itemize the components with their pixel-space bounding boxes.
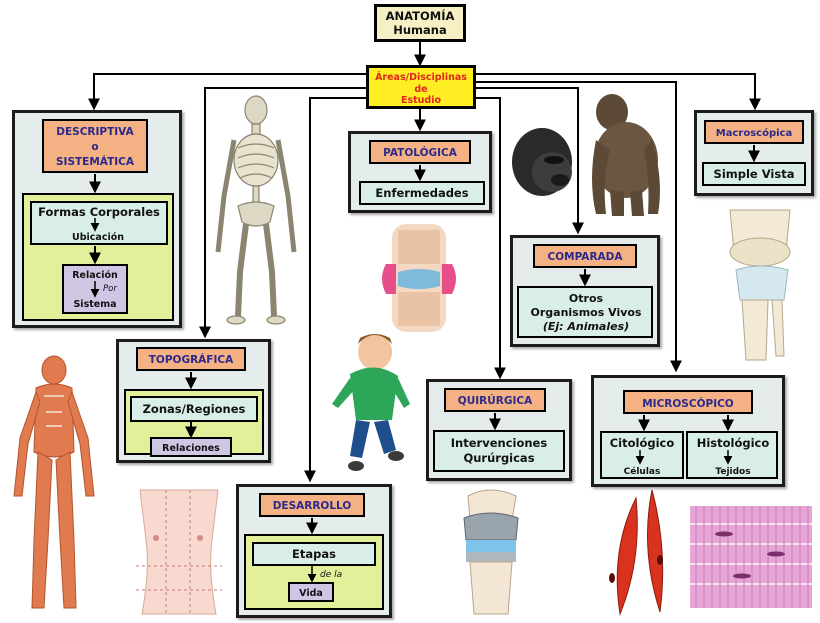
comparada-line-2: Organismos Vivos [531,306,642,319]
descriptiva-title-1: DESCRIPTIVA [56,126,134,138]
panel-topografica: TOPOGRÁFICA Zonas/Regiones Relaciones [116,339,271,463]
muscle-cells-illustration [609,489,664,616]
panel-desarrollo: DESARROLLO Etapas de la Vida [236,484,392,618]
arthritis-joint-illustration [382,224,456,332]
knee-joint-illustration [729,209,791,361]
knee-prosthesis-illustration [463,489,519,615]
descriptiva-por: Por [103,284,117,294]
hub-node: Áreas/Disciplinas de Estudio [366,65,476,109]
panel-macroscopica: Macroscópica Simple Vista [694,110,814,196]
comparada-title: COMPARADA [548,251,624,263]
quirurgica-line-1: Intervenciones [451,436,548,450]
muscle-body-illustration [13,355,95,609]
quirurgica-title: QUIRÚRGICA [458,394,533,407]
panel-microscopico: MICROSCÓPICO Citológico Células Histológ… [591,375,785,487]
arrow-macroscopica [476,73,761,111]
arrow-comparada [474,87,584,235]
microscopico-histologico: Histológico [697,436,770,450]
arrow-descriptiva [88,73,366,111]
microscopico-celulas: Células [624,466,661,477]
quirurgica-line-2: Qurúrgicas [463,451,534,465]
topografica-relaciones: Relaciones [162,443,220,454]
descriptiva-ubicacion: Ubicación [72,232,124,243]
descriptiva-relacion: Relación [72,270,118,281]
arrow-topografica [199,87,370,339]
gorilla-head-illustration [512,128,572,196]
macroscopica-title: Macroscópica [716,127,792,139]
descriptiva-title-3: SISTEMÁTICA [56,155,135,168]
desarrollo-etapas: Etapas [292,547,336,561]
descriptiva-sistema: Sistema [73,299,116,310]
descriptiva-title-2: o [91,141,98,153]
panel-patologica: PATOLÓGICA Enfermedades [348,131,492,213]
child-running-illustration [332,334,410,471]
microscopico-citologico: Citológico [610,436,675,450]
microscopico-title: MICROSCÓPICO [642,397,734,410]
desarrollo-dela: de la [320,570,342,580]
root-title: ANATOMÍA [386,8,455,23]
arrow-microscopico [476,81,682,373]
muscle-tissue-illustration [690,506,812,608]
macroscopica-simple: Simple Vista [714,167,795,181]
topografica-zonas: Zonas/Regiones [143,402,246,416]
comparada-line-1: Otros [569,292,604,305]
hub-line-2: de [414,84,427,95]
root-node: ANATOMÍA Humana [374,4,466,42]
torso-regions-illustration [136,489,222,615]
patologica-title: PATOLÓGICA [383,146,458,159]
hub-line-3: Estudio [401,95,442,106]
panel-comparada: COMPARADA Otros Organismos Vivos (Ej: An… [510,235,660,347]
patologica-enfermedades: Enfermedades [375,186,468,200]
panel-descriptiva: DESCRIPTIVA o SISTEMÁTICA Formas Corpora… [12,110,182,328]
gorilla-illustration [592,94,660,216]
desarrollo-vida: Vida [299,588,323,599]
skeleton-illustration [215,95,297,325]
hub-line-1: Áreas/Disciplinas [375,71,467,83]
root-subtitle: Humana [393,23,447,37]
comparada-line-3: (Ej: Animales) [543,320,629,333]
panel-quirurgica: QUIRÚRGICA Intervenciones Qurúrgicas [426,379,572,481]
descriptiva-formas: Formas Corporales [38,205,160,219]
microscopico-tejidos: Tejidos [715,467,750,477]
desarrollo-title: DESARROLLO [273,500,352,512]
topografica-title: TOPOGRÁFICA [149,353,234,366]
